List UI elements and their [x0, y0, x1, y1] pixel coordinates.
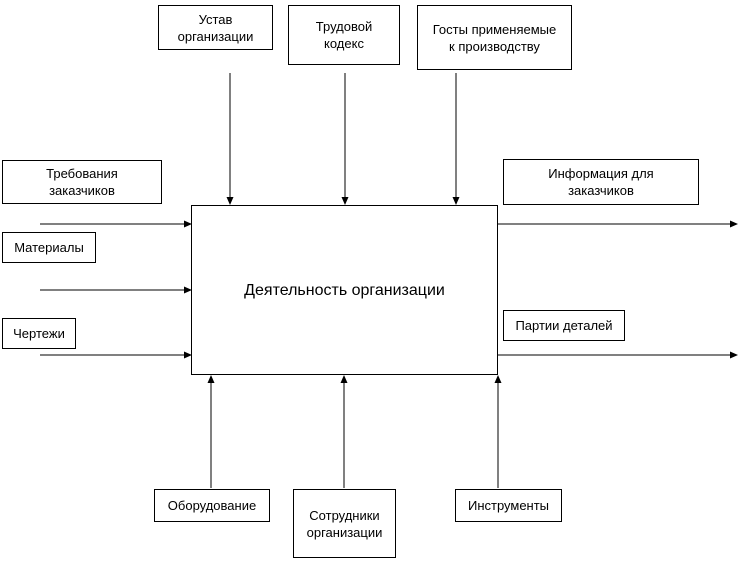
input-label-materials: Материалы [14, 240, 84, 255]
output-label-parts: Партии деталей [515, 318, 613, 333]
control-label-labor-code: Трудовой кодекс [315, 19, 373, 51]
mechanism-label-tools: Инструменты [467, 498, 550, 513]
output-box-parts: Партии деталей [503, 310, 625, 341]
mechanism-box-tools: Инструменты [455, 489, 562, 522]
control-label-charter: Устав организации [177, 11, 254, 44]
output-box-info: Информация для заказчиков [503, 159, 699, 205]
input-label-requirements: Требования заказчиков [46, 166, 118, 198]
control-label-standards: Госты применяемые к производству [432, 21, 557, 54]
main-activity-box: Деятельность организации [191, 205, 498, 375]
output-label-info: Информация для заказчиков [548, 166, 654, 198]
mechanism-label-equipment: Оборудование [167, 498, 257, 513]
mechanism-box-equipment: Оборудование [154, 489, 270, 522]
input-label-drawings: Чертежи [13, 326, 65, 341]
control-box-labor-code: Трудовой кодекс [288, 5, 400, 65]
mechanism-label-staff: Сотрудники организации [306, 507, 383, 540]
control-box-charter: Устав организации [158, 5, 273, 50]
input-box-drawings: Чертежи [2, 318, 76, 349]
mechanism-box-staff: Сотрудники организации [293, 489, 396, 558]
input-box-materials: Материалы [2, 232, 96, 263]
control-box-standards: Госты применяемые к производству [417, 5, 572, 70]
main-activity-label: Деятельность организации [244, 281, 445, 299]
input-box-requirements: Требования заказчиков [2, 160, 162, 204]
